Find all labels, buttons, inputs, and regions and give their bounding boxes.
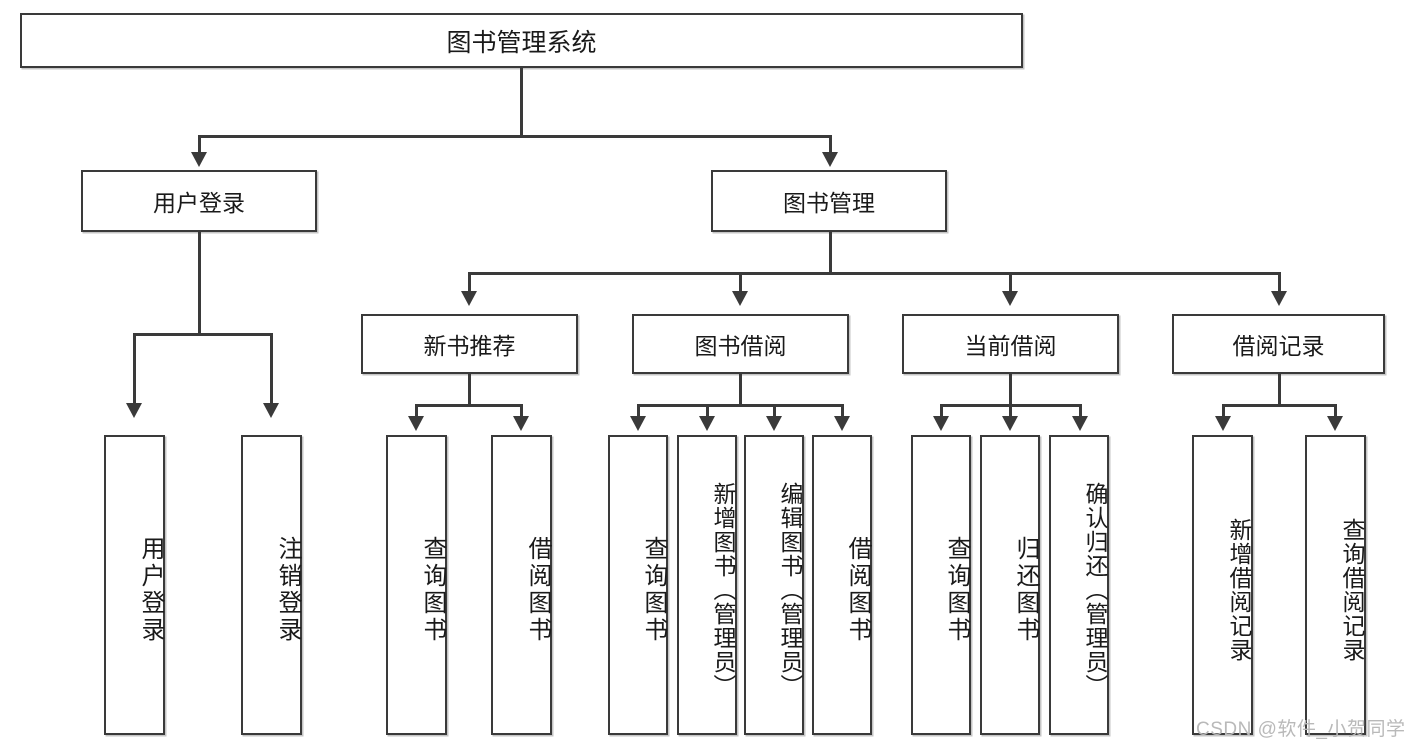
leaf-bb-query-book-label: 查询图书 [640,536,667,644]
edge-cb-to-confirm [1079,404,1082,418]
edge-book-management-bus [468,272,1280,275]
edge-bb-to-query [637,404,640,418]
leaf-bb-add-book-admin: 新增图书（管理员） [677,435,737,735]
arrow-user-login-to-logout [263,403,279,418]
edge-bm-to-current-borrow [1009,272,1012,294]
node-user-login: 用户登录 [81,170,317,232]
edge-bb-bus [637,404,844,407]
node-root-system-label: 图书管理系统 [446,28,597,57]
leaf-cb-return-book-label: 归还图书 [1012,536,1039,644]
csdn-watermark-text: CSDN @软件_小贺同学 [1196,719,1405,740]
leaf-bb-query-book: 查询图书 [608,435,668,735]
edge-bm-to-borrow-record [1278,272,1281,294]
arrow-bm-to-current-borrow [1002,291,1018,306]
edge-bm-to-new-book [468,272,471,294]
edge-cb-to-query [940,404,943,418]
edge-nbr-to-borrow [520,404,523,418]
csdn-watermark: CSDN @软件_小贺同学 [1196,714,1405,741]
arrow-root-to-user-login [191,152,207,167]
leaf-cb-return-book: 归还图书 [980,435,1040,735]
arrow-cb-to-return [1002,416,1018,431]
edge-book-management-stem [829,232,832,274]
arrow-bb-to-query [630,416,646,431]
edge-nbr-bus [415,404,523,407]
edge-user-login-bus [133,333,272,336]
leaf-nbr-query-book-label: 查询图书 [419,536,446,644]
node-book-borrow: 图书借阅 [632,314,849,374]
edge-br-to-query [1334,404,1337,418]
node-new-book-recommend-label: 新书推荐 [423,333,516,359]
edge-br-to-add [1222,404,1225,418]
arrow-br-to-add [1215,416,1231,431]
edge-br-bus [1222,404,1336,407]
arrow-nbr-to-borrow [513,416,529,431]
edge-cb-stem [1009,374,1012,406]
node-current-borrow-label: 当前借阅 [964,333,1057,359]
edge-bm-to-book-borrow [739,272,742,294]
arrow-user-login-to-login [126,403,142,418]
node-book-management-label: 图书管理 [783,190,875,216]
arrow-bm-to-new-book [461,291,477,306]
leaf-nbr-query-book: 查询图书 [386,435,447,735]
arrow-cb-to-query [933,416,949,431]
leaf-nbr-borrow-book-label: 借阅图书 [524,536,551,644]
edge-bb-stem [739,374,742,406]
node-current-borrow: 当前借阅 [902,314,1119,374]
leaf-bb-borrow-book: 借阅图书 [812,435,872,735]
node-borrow-record: 借阅记录 [1172,314,1385,374]
leaf-bb-edit-book-admin: 编辑图书（管理员） [744,435,804,735]
arrow-bm-to-book-borrow [732,291,748,306]
leaf-cb-confirm-return-admin: 确认归还（管理员） [1049,435,1109,735]
edge-bb-to-edit [773,404,776,418]
edge-user-login-stem [198,232,201,335]
leaf-br-add-record: 新增借阅记录 [1192,435,1253,735]
leaf-user-login: 用户登录 [104,435,165,735]
leaf-nbr-borrow-book: 借阅图书 [491,435,552,735]
edge-root-to-user-login [198,135,201,155]
node-book-management: 图书管理 [711,170,947,232]
node-book-borrow-label: 图书借阅 [694,333,787,359]
leaf-bb-edit-book-admin-label: 编辑图书（管理员） [777,482,803,698]
edge-root-bus [198,135,831,138]
edge-cb-to-return [1009,404,1012,418]
leaf-bb-borrow-book-label: 借阅图书 [844,536,871,644]
leaf-br-query-record: 查询借阅记录 [1305,435,1366,735]
arrow-cb-to-confirm [1072,416,1088,431]
leaf-cb-confirm-return-admin-label: 确认归还（管理员） [1082,482,1108,698]
arrow-root-to-book-manage [822,152,838,167]
edge-nbr-to-query [415,404,418,418]
leaf-br-query-record-label: 查询借阅记录 [1339,518,1365,662]
arrow-br-to-query [1327,416,1343,431]
edge-bb-to-borrow [841,404,844,418]
leaf-cb-query-book-label: 查询图书 [943,536,970,644]
arrow-nbr-to-query [408,416,424,431]
arrow-bb-to-borrow [834,416,850,431]
leaf-logout-label: 注销登录 [274,536,301,644]
leaf-logout: 注销登录 [241,435,302,735]
edge-br-stem [1278,374,1281,406]
leaf-br-add-record-label: 新增借阅记录 [1226,518,1252,662]
arrow-bm-to-borrow-record [1271,291,1287,306]
leaf-user-login-label: 用户登录 [137,536,164,644]
edge-root-stem [520,68,523,135]
edge-bb-to-add [706,404,709,418]
arrow-bb-to-edit [766,416,782,431]
edge-root-to-book-manage [829,135,832,155]
edge-user-login-to-login [133,333,136,405]
leaf-cb-query-book: 查询图书 [911,435,971,735]
node-user-login-label: 用户登录 [153,190,245,216]
node-borrow-record-label: 借阅记录 [1232,333,1325,359]
node-root-system: 图书管理系统 [20,13,1023,68]
edge-nbr-stem [468,374,471,406]
leaf-bb-add-book-admin-label: 新增图书（管理员） [710,482,736,698]
node-new-book-recommend: 新书推荐 [361,314,578,374]
edge-user-login-to-logout [270,333,273,405]
arrow-bb-to-add [699,416,715,431]
